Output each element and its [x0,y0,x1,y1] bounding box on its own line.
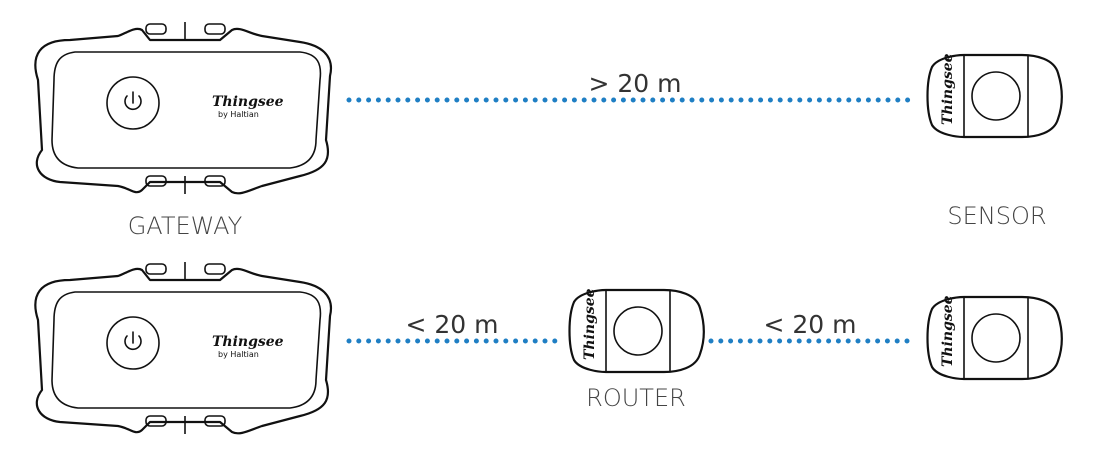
brand-sub-logo: by Haltian [218,110,259,119]
brand-sub-logo: by Haltian [218,350,259,359]
power-icon [124,91,142,111]
brand-logo: Thingsee [212,94,284,110]
brand-logo: Thingsee [940,295,956,367]
sensor-label: SENSOR [947,202,1046,230]
sensor-device-top: Thingsee [926,53,1063,139]
sensor-device-bottom: Thingsee [926,295,1063,381]
gateway-label: GATEWAY [128,212,243,240]
distance-direct-label: > 20 m [588,69,681,98]
distance-router-sensor-label: < 20 m [763,310,856,339]
gateway-device-top: Thingsee by Haltian [34,20,333,196]
gateway-device-bottom: Thingsee by Haltian [34,260,333,436]
brand-logo: Thingsee [582,288,598,360]
brand-logo: Thingsee [940,53,956,125]
router-device: Thingsee [568,288,705,374]
power-icon [124,331,142,351]
brand-logo: Thingsee [212,334,284,350]
router-label: ROUTER [586,384,686,412]
distance-gateway-router-label: < 20 m [405,310,498,339]
